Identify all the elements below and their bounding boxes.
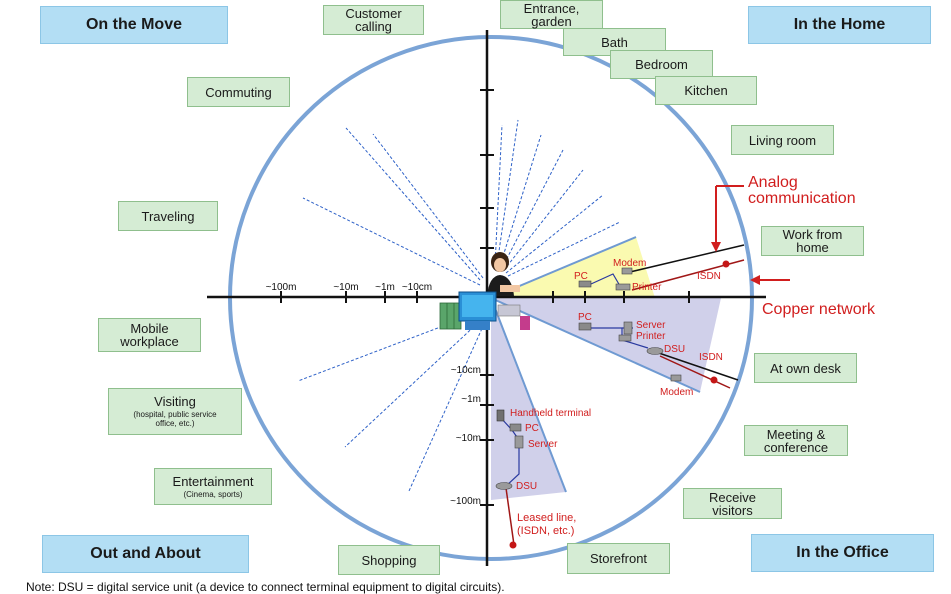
context-storefront: Storefront bbox=[567, 543, 670, 574]
office-dsu-icon bbox=[647, 348, 663, 355]
office-sector bbox=[491, 298, 721, 392]
office-isdn-label: ISDN bbox=[699, 352, 723, 363]
axis-label-v-1m: ~1m bbox=[461, 394, 481, 405]
office-pc-label: PC bbox=[578, 312, 592, 323]
axis-label-v-10cm: ~10cm bbox=[451, 365, 481, 376]
axis-label-h-100m: ~100m bbox=[266, 282, 297, 293]
context-commuting: Commuting bbox=[187, 77, 290, 107]
office-server-label: Server bbox=[636, 320, 666, 331]
office-printer-icon bbox=[619, 335, 631, 341]
handheld-terminal-label: Handheld terminal bbox=[510, 408, 591, 419]
office-printer-label: Printer bbox=[636, 331, 666, 342]
office-isdn-node bbox=[711, 377, 718, 384]
office-dsu-label: DSU bbox=[664, 344, 685, 355]
copper-network-callout: Copper network bbox=[762, 302, 875, 318]
context-work-from-home: Work from home bbox=[761, 226, 864, 256]
corner-in-the-home: In the Home bbox=[748, 6, 931, 44]
context-shopping: Shopping bbox=[338, 545, 440, 575]
store-pc-icon bbox=[510, 424, 521, 431]
home-isdn-node bbox=[723, 261, 730, 268]
corner-in-the-office: In the Office bbox=[751, 534, 934, 572]
context-traveling: Traveling bbox=[118, 201, 218, 231]
axis-label-v-100m: ~100m bbox=[450, 496, 481, 507]
entertainment-label: Entertainment bbox=[173, 475, 254, 488]
context-kitchen: Kitchen bbox=[655, 76, 757, 105]
store-server-label: Server bbox=[528, 439, 558, 450]
home-pc-label: PC bbox=[574, 271, 588, 282]
context-entertainment: Entertainment (Cinema, sports) bbox=[154, 468, 272, 505]
home-isdn-label: ISDN bbox=[697, 271, 721, 282]
home-printer-label: Printer bbox=[632, 282, 662, 293]
context-mobile-workplace: Mobile workplace bbox=[98, 318, 201, 352]
entertainment-sublabel: (Cinema, sports) bbox=[183, 490, 242, 499]
context-bedroom: Bedroom bbox=[610, 50, 713, 79]
handheld-terminal-icon bbox=[497, 410, 504, 421]
store-server-icon bbox=[515, 436, 523, 448]
context-visiting: Visiting (hospital, public service offic… bbox=[108, 388, 242, 435]
axis-label-h-10m: ~10m bbox=[333, 282, 358, 293]
context-living-room: Living room bbox=[731, 125, 834, 155]
context-receive-visitors: Receive visitors bbox=[683, 488, 782, 519]
visiting-sublabel: (hospital, public service office, etc.) bbox=[133, 410, 216, 428]
office-server-icon bbox=[624, 322, 632, 334]
footnote: Note: DSU = digital service unit (a devi… bbox=[26, 580, 505, 594]
axis-label-v-10m: ~10m bbox=[456, 433, 481, 444]
context-at-own-desk: At own desk bbox=[754, 353, 857, 383]
context-customer-calling: Customer calling bbox=[323, 5, 424, 35]
axis-label-h-1m: ~1m bbox=[375, 282, 395, 293]
office-pc-icon bbox=[579, 323, 591, 330]
store-leased-node bbox=[510, 542, 517, 549]
store-dsu-label: DSU bbox=[516, 481, 537, 492]
office-modem-icon bbox=[671, 375, 681, 381]
home-modem-label: Modem bbox=[613, 258, 646, 269]
visiting-label: Visiting bbox=[154, 395, 196, 408]
home-analog-line bbox=[630, 245, 744, 272]
leased-line-label: Leased line, (ISDN, etc.) bbox=[517, 512, 576, 538]
office-modem-label: Modem bbox=[660, 387, 693, 398]
store-dsu-icon bbox=[496, 483, 512, 490]
worker-illustration bbox=[440, 252, 530, 330]
corner-on-the-move: On the Move bbox=[40, 6, 228, 44]
home-printer-icon bbox=[616, 284, 630, 290]
store-pc-label: PC bbox=[525, 423, 539, 434]
corner-out-and-about: Out and About bbox=[42, 535, 249, 573]
axis-label-h-10cm: ~10cm bbox=[402, 282, 432, 293]
context-meeting-conference: Meeting & conference bbox=[744, 425, 848, 456]
context-entrance-garden: Entrance, garden bbox=[500, 0, 603, 29]
analog-communication-callout: Analog communication bbox=[748, 175, 856, 207]
